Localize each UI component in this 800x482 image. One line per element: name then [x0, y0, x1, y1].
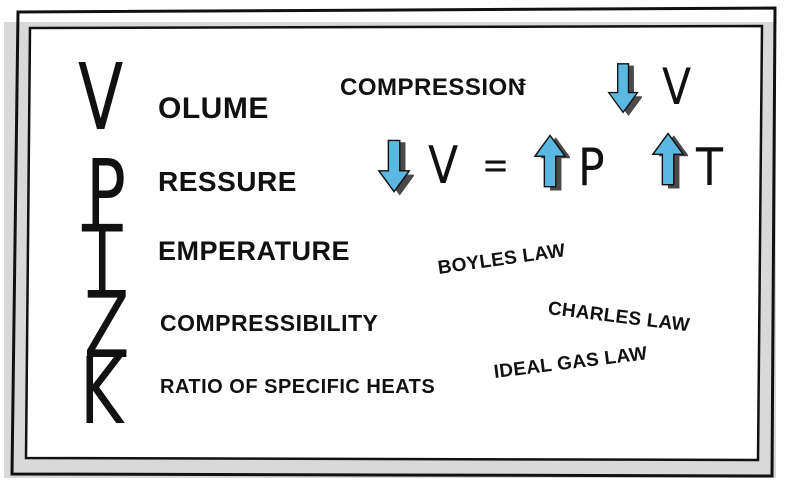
inner-border: [24, 24, 764, 462]
pressure-symbol: P: [578, 138, 605, 198]
compression-v-symbol: V: [662, 58, 692, 116]
up-arrow-icon: [533, 134, 570, 191]
temperature-symbol: T: [696, 138, 724, 198]
compression-label: COMPRESSION: [340, 74, 526, 101]
letter-k: K: [80, 338, 124, 445]
letter-p: P: [86, 140, 126, 247]
up-arrow-icon: [651, 132, 688, 189]
letter-v: V: [78, 44, 124, 151]
term-temperature: EMPERATURE: [158, 236, 351, 266]
down-arrow-icon: [377, 139, 414, 196]
outer-border: [10, 6, 777, 478]
down-arrow-icon: [607, 63, 642, 116]
equals-sign-1: =: [518, 74, 527, 90]
letter-t: T: [82, 206, 123, 313]
letter-z: Z: [84, 272, 130, 379]
term-volume: OLUME: [158, 92, 269, 125]
volume-symbol: V: [428, 136, 459, 196]
term-compressibility: COMPRESSIBILITY: [160, 310, 379, 336]
term-ratio-of-specific-heats: RATIO OF SPECIFIC HEATS: [160, 376, 436, 398]
equals-sign-2: =: [482, 143, 510, 187]
term-pressure: RESSURE: [158, 166, 297, 197]
